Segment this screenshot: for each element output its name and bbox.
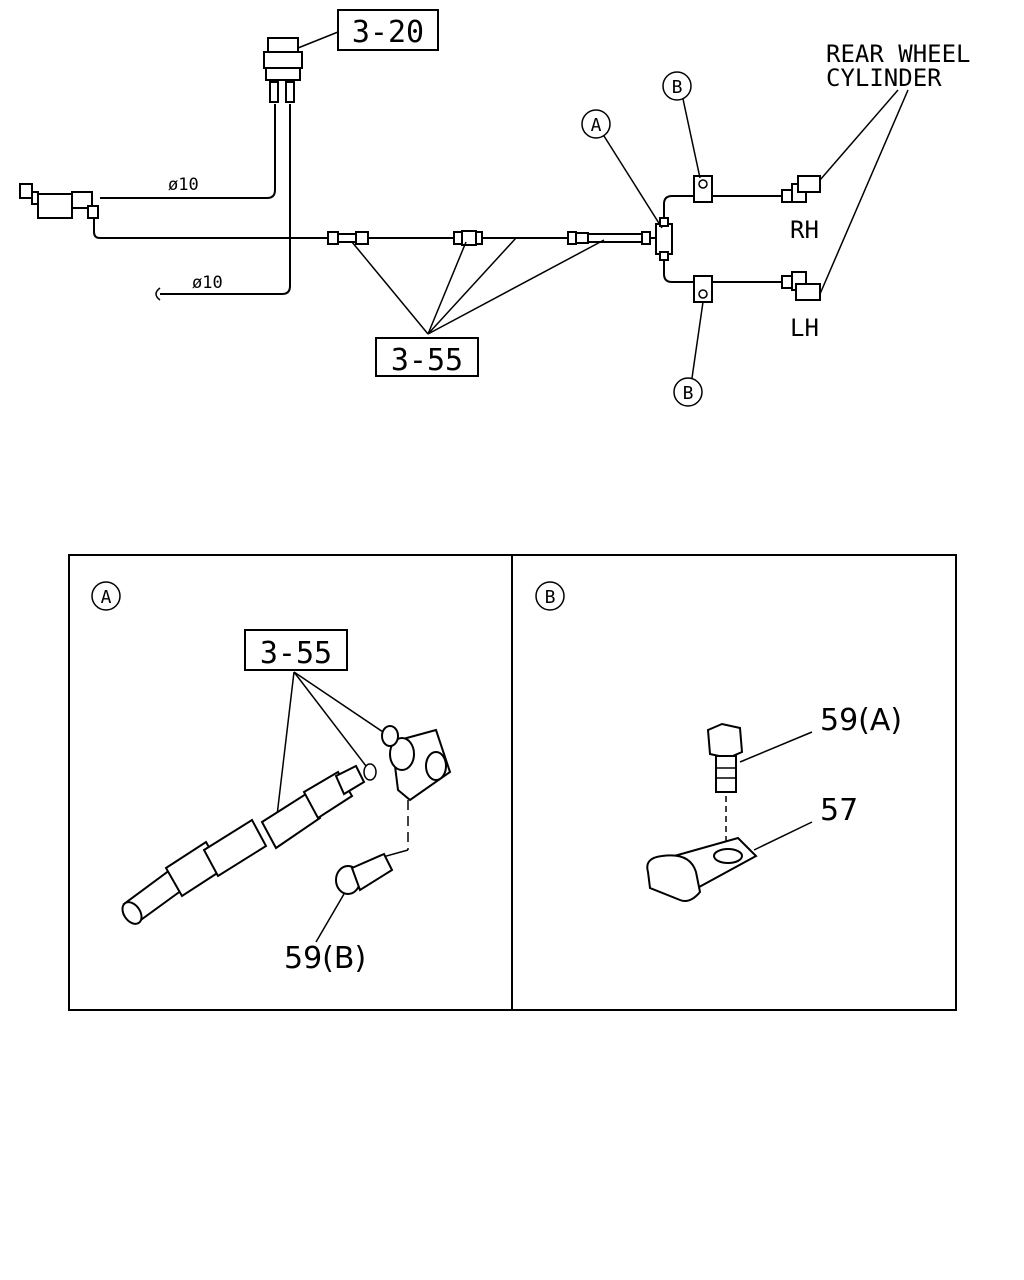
main-rear-pipe [93, 218, 658, 239]
washer [363, 763, 377, 781]
callout-b-top: B [672, 77, 683, 98]
detail-b-panel: B 59(A) 57 [535, 581, 902, 902]
master-cylinder-reservoir [263, 37, 303, 103]
bolt-59a [706, 722, 744, 793]
pipe-lh [663, 260, 782, 283]
detail-a-ref-box [244, 629, 348, 671]
callout-a: A [591, 115, 602, 136]
leader-3-20 [297, 31, 339, 49]
detail-a-tag-circle [91, 581, 121, 611]
detail-a-tag: A [101, 587, 112, 608]
detail-a-panel: A 3-55 59(B) [91, 581, 452, 976]
pipe-diameter-lower: ø10 [192, 273, 223, 293]
pipe-lower [160, 104, 291, 295]
detail-a-ref-3-55: 3-55 [260, 636, 332, 671]
pipe-joint-3 [567, 231, 651, 245]
detail-b-tag-circle [535, 581, 565, 611]
ref-3-55: 3-55 [391, 343, 463, 378]
pipe-diameter-upper: ø10 [168, 175, 199, 195]
wheel-cylinder-lh [781, 271, 821, 301]
part-59b: 59(B) [284, 941, 366, 976]
ref-box-3-55 [375, 337, 479, 377]
brake-hose [121, 764, 366, 925]
callout-circle-b-top [662, 71, 692, 101]
rear-wheel-label-line2: CYLINDER [826, 64, 942, 92]
bolt-59b [335, 852, 394, 895]
ref-box-3-20 [337, 9, 439, 51]
ref-3-20: 3-20 [352, 15, 424, 50]
pipe-clip-57 [646, 836, 758, 902]
label-lh: LH [790, 314, 819, 342]
pipe-joint-1 [327, 231, 369, 245]
callout-circle-a [581, 109, 611, 139]
callout-b-bottom: B [683, 383, 694, 404]
load-sensing-valve [19, 183, 99, 219]
rear-wheel-label-line1: REAR WHEEL [826, 40, 971, 68]
junction-block [381, 725, 452, 802]
three-way-tee [655, 217, 673, 261]
part-57: 57 [820, 793, 858, 828]
pipe-break [155, 287, 161, 301]
wheel-cylinder-rh [781, 175, 821, 203]
pipe-upper [100, 104, 276, 199]
pipe-rh [663, 195, 782, 218]
part-59a: 59(A) [820, 703, 902, 738]
detail-b-tag: B [545, 587, 556, 608]
callout-circle-b-bottom [673, 377, 703, 407]
pipe-joint-2 [453, 230, 483, 246]
label-rh: RH [790, 216, 819, 244]
